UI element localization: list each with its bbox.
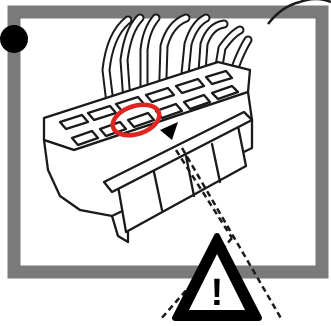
warning-exclamation: !: [211, 272, 224, 314]
callout-curve-2: [300, 0, 331, 2]
bullet-dot-icon: [0, 25, 28, 53]
